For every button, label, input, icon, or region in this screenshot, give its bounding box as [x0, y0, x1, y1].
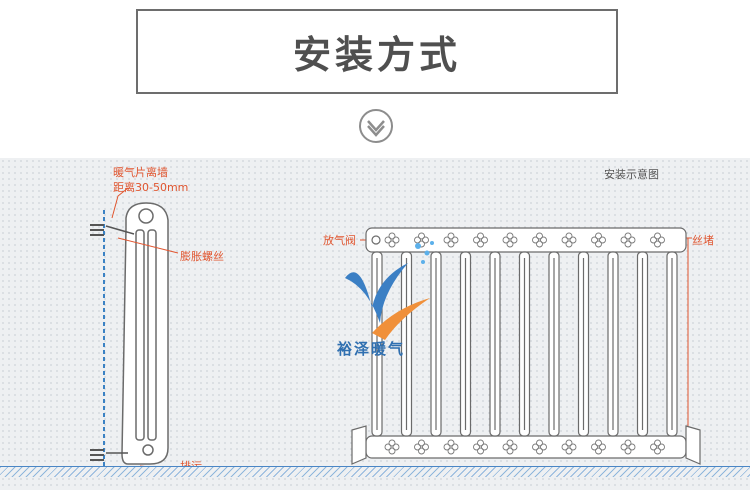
- radiator-ornament: [473, 439, 488, 455]
- diagram-caption: 安装示意图: [604, 168, 659, 181]
- radiator-ornament: [561, 439, 577, 455]
- radiator-ornament: [443, 232, 459, 248]
- floor: [0, 466, 750, 477]
- expansion-screw-label: 膨胀螺丝: [180, 250, 224, 263]
- radiator-ornament: [443, 439, 459, 455]
- radiator-ornament: [532, 439, 547, 455]
- radiator-ornament: [620, 439, 636, 455]
- wire-wall-label: 丝堵: [692, 234, 714, 247]
- radiator-ornament: [384, 232, 400, 248]
- radiator-ornament: [561, 232, 577, 248]
- radiator-ornament: [591, 439, 606, 455]
- distance-label-line2: 距离30-50mm: [113, 181, 189, 194]
- radiator-ornament: [384, 439, 400, 455]
- air-valve-label: 放气阀: [323, 234, 356, 247]
- radiator-ornament: [502, 439, 518, 455]
- installation-diagram: 暖气片离墙 距离30-50mm 膨胀螺丝 排污 放气阀 丝堵 安装示意图: [0, 158, 750, 490]
- radiator-ornament: [473, 232, 488, 248]
- radiator-ornament: [532, 232, 547, 248]
- brand-logo: [345, 241, 434, 340]
- distance-label-line1: 暖气片离墙: [113, 166, 168, 179]
- page-title: 安装方式: [292, 33, 461, 77]
- radiator-ornament: [591, 232, 606, 248]
- radiator-ornament: [650, 232, 665, 248]
- radiator-ornament: [414, 439, 429, 455]
- radiator-ornament: [620, 232, 636, 248]
- chevron-down-icon: [359, 109, 393, 143]
- radiator-ornament: [502, 232, 518, 248]
- brand-name: 裕泽暖气: [337, 340, 406, 358]
- title-box: 安装方式: [136, 9, 618, 94]
- radiator-ornament: [650, 439, 665, 455]
